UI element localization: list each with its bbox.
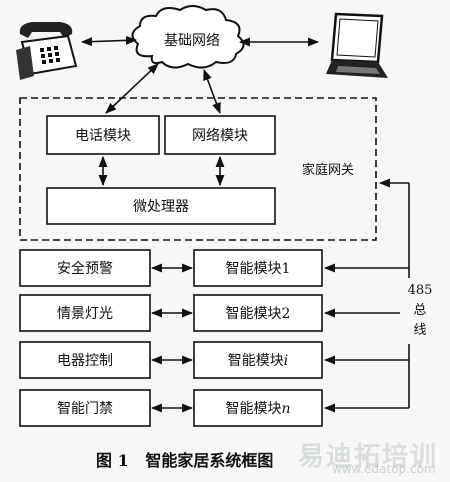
bus-label-zong: 总 [413,303,426,318]
smart-module-box [193,389,323,427]
microprocessor-label: 微处理器 [133,199,189,215]
device-row-4: 智能门禁 智能模块n [19,389,409,427]
cloud-label: 基础网络 [164,32,220,49]
smart-module-box [193,294,323,332]
device-row-1: 安全预警 智能模块1 [19,249,409,287]
device-row-2: 情景灯光 智能模块2 [19,294,409,332]
bus-label-xian: 线 [413,323,426,338]
network-module-box [164,115,276,155]
smart-module-box [193,341,323,379]
device-label: 安全预警 [57,260,113,277]
device-label: 情景灯光 [57,306,113,322]
phone-module-label: 电话模块 [75,128,131,144]
cloud-icon [131,5,245,69]
device-label: 智能门禁 [57,401,113,417]
device-box [19,341,151,379]
device-box [19,389,151,427]
watermark-url: www.edatop.com [332,462,436,476]
device-box [19,294,151,332]
smart-module-box [193,249,323,287]
network-module-label: 网络模块 [192,128,248,144]
phone-module-box [46,115,160,155]
telephone-icon [16,22,78,80]
device-box [19,249,151,287]
watermark-logo: 易迪拓培训 [298,442,439,472]
device-label: 电器控制 [57,353,113,369]
gateway-label: 家庭网关 [302,162,354,178]
smart-module-label: 智能模块2 [226,306,291,322]
smart-module-label: 智能模块1 [226,261,291,277]
bus-label-485: 485 [408,283,433,298]
home-gateway-box [19,97,377,241]
smart-module-label: 智能模块n [225,401,290,417]
smart-module-label: 智能模块i [228,353,288,369]
microprocessor-box [46,187,276,225]
figure-caption: 图 1 智能家居系统框图 [96,451,273,470]
device-row-3: 电器控制 智能模块i [19,341,409,379]
laptop-icon [326,12,388,78]
